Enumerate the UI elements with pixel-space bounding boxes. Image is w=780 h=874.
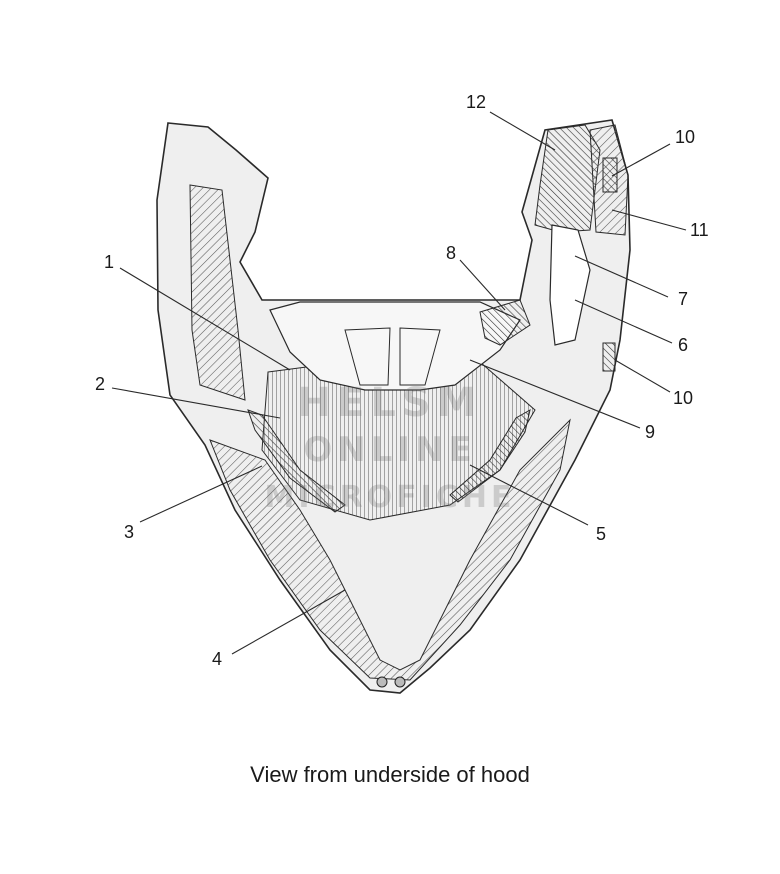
right-headlight xyxy=(449,409,531,503)
left-headlight xyxy=(247,409,346,513)
callout-6: 6 xyxy=(678,335,689,355)
vent-slot-right xyxy=(399,327,441,386)
callout-9: 9 xyxy=(645,422,656,442)
bracket-part xyxy=(479,299,531,346)
vent-10-lower xyxy=(602,342,616,372)
callout-1: 1 xyxy=(104,252,115,272)
vent-10-upper xyxy=(602,157,618,193)
left-side-panel xyxy=(189,184,246,401)
fastener-left xyxy=(376,676,388,688)
fastener-right xyxy=(394,676,406,688)
callout-8: 8 xyxy=(446,243,457,263)
vent-slot-left xyxy=(344,327,391,386)
callout-3: 3 xyxy=(124,522,135,542)
callout-10-lower: 10 xyxy=(673,388,694,408)
leader-lines xyxy=(111,111,687,655)
callout-2: 2 xyxy=(95,374,106,394)
callout-5: 5 xyxy=(596,524,607,544)
inner-frame xyxy=(269,301,521,391)
callout-7: 7 xyxy=(678,289,689,309)
callout-4: 4 xyxy=(212,649,223,669)
diagram-caption: View from underside of hood xyxy=(250,762,530,787)
right-window xyxy=(549,224,591,346)
callout-10-upper: 10 xyxy=(675,127,696,147)
callout-12: 12 xyxy=(466,92,487,112)
callout-11: 11 xyxy=(690,220,709,240)
nose-panel xyxy=(209,418,571,681)
